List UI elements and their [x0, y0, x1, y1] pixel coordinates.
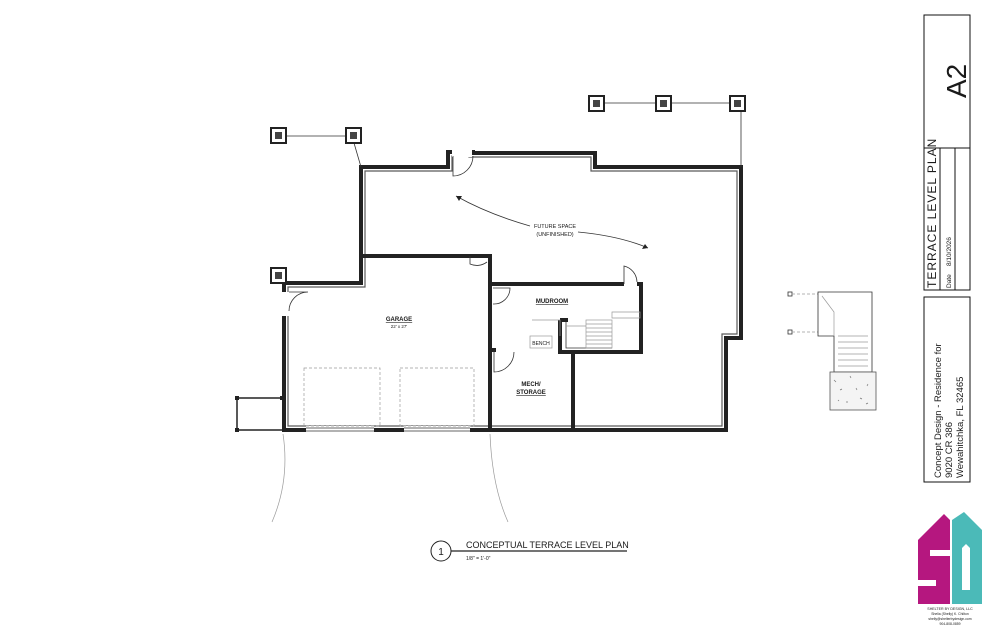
logo-s-shape — [918, 514, 950, 604]
key-plan — [787, 291, 877, 411]
bench-label: BENCH — [532, 341, 550, 347]
future-space-label: FUTURE SPACE — [534, 224, 576, 230]
stair — [566, 311, 641, 349]
date-label: Date — [946, 274, 953, 288]
garage-size: 22' x 27' — [391, 324, 408, 329]
left-stoop — [235, 396, 285, 432]
sheet-number: A2 — [941, 64, 972, 98]
view-number: 1 — [438, 547, 444, 558]
project-line-3: Wewahitchka, FL 32465 — [955, 377, 966, 478]
logo-company: SHELTER BY DESIGN, LLC — [927, 607, 973, 611]
parking-bay-right — [399, 367, 475, 427]
door-swings — [288, 155, 638, 373]
bench — [529, 335, 553, 349]
view-title: 1 CONCEPTUAL TERRACE LEVEL PLAN 1/8" = 1… — [430, 540, 629, 562]
future-space-sublabel: (UNFINISHED) — [536, 232, 573, 238]
floor-plan: FUTURE SPACE (UNFINISHED) GARAGE 22' x 2… — [235, 95, 746, 523]
view-title-text: CONCEPTUAL TERRACE LEVEL PLAN — [466, 540, 629, 550]
mudroom-label: MUDROOM — [536, 299, 568, 305]
exterior-walls — [282, 150, 743, 432]
logo-phone: 904-808-0859 — [939, 622, 960, 626]
project-line-2: 9020 CR 386 — [944, 422, 955, 478]
view-scale: 1/8" = 1'-0" — [466, 556, 491, 562]
curved-arrow-right — [577, 231, 649, 249]
project-line-1: Concept Design - Residence for — [933, 343, 944, 478]
curved-arrow-left — [455, 195, 531, 227]
storage-label: STORAGE — [516, 390, 546, 396]
parking-bay-left — [303, 367, 381, 427]
date-value: 8/10/2026 — [946, 237, 953, 266]
garage-north-wall — [359, 254, 492, 430]
mech-label: MECH/ — [521, 382, 541, 388]
deck-posts — [270, 95, 746, 285]
title-block: A2 TERRACE LEVEL PLAN Date 8/10/2026 Con… — [923, 14, 972, 483]
logo-person: Shelia (Shelly) K. Chilton — [931, 612, 969, 616]
logo-email: shelly@shelterbydesign.com — [928, 617, 971, 621]
company-logo: SHELTER BY DESIGN, LLC Shelia (Shelly) K… — [918, 512, 982, 626]
sheet-title: TERRACE LEVEL PLAN — [925, 138, 939, 288]
garage-label: GARAGE — [386, 317, 412, 323]
